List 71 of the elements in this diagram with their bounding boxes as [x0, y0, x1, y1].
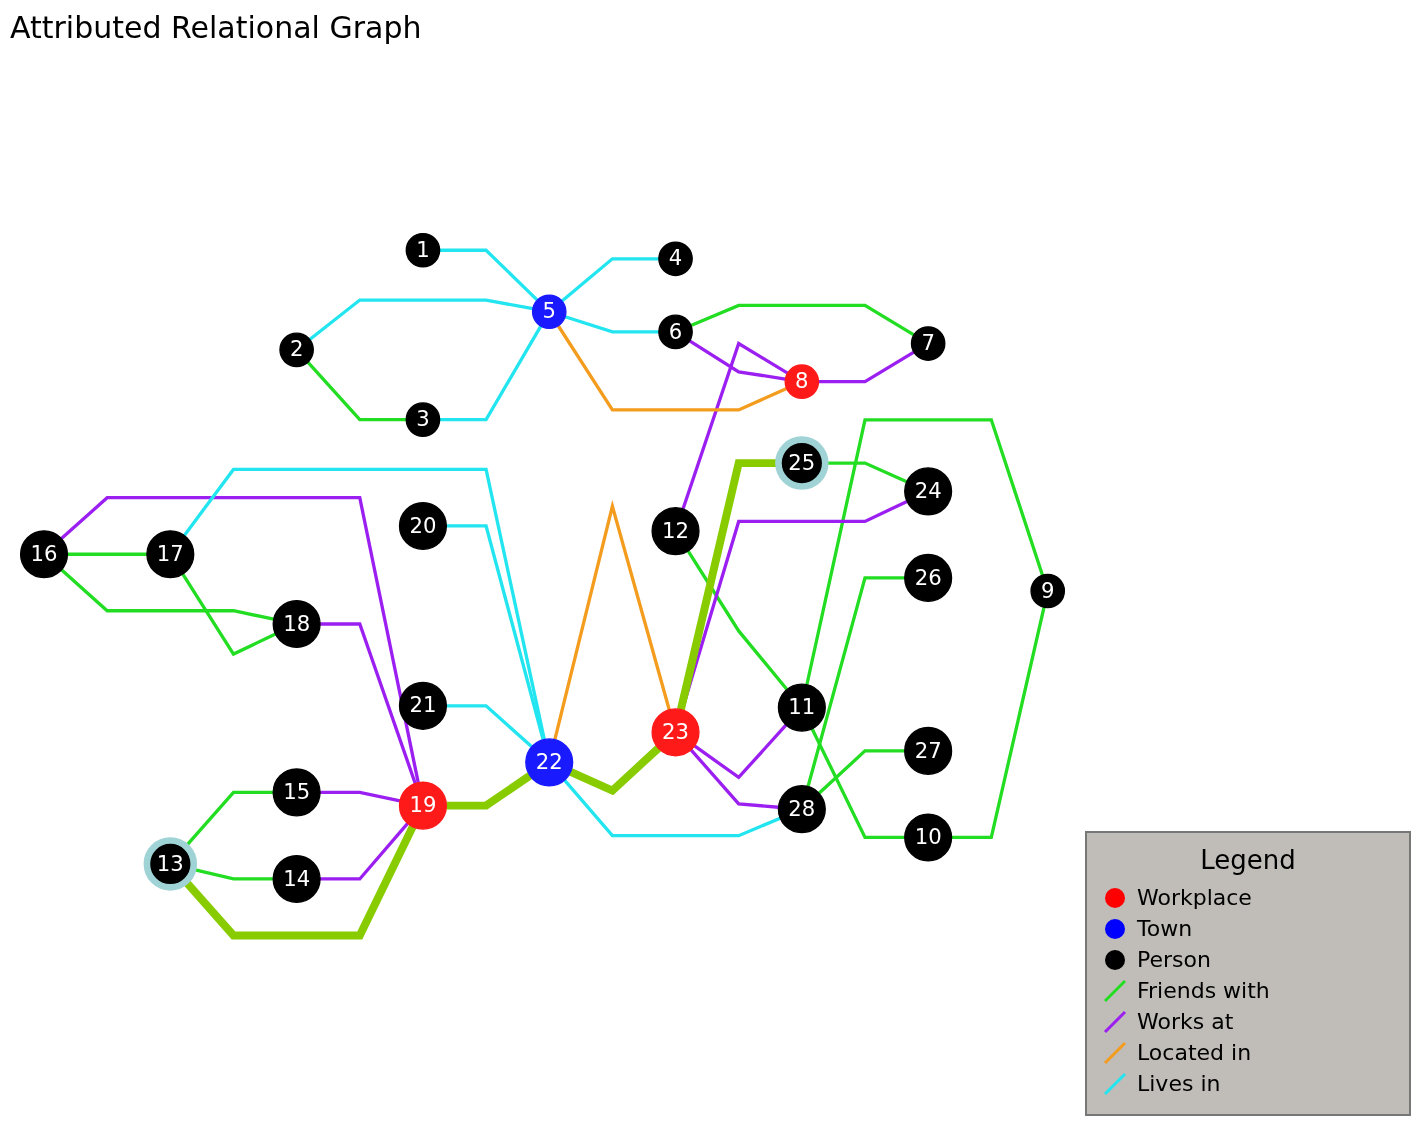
node-circle: 2 — [279, 332, 314, 368]
node-circle: 27 — [904, 726, 953, 775]
node-circle: 15 — [272, 768, 321, 817]
connector — [563, 778, 781, 838]
connector — [183, 467, 546, 740]
connector — [439, 248, 539, 302]
connector — [181, 573, 277, 657]
node-circle: 16 — [19, 530, 69, 579]
node-circle: 3 — [405, 402, 441, 437]
legend-label: Friends with — [1137, 978, 1270, 1003]
legend-label: Located in — [1137, 1040, 1252, 1065]
node-circle: 28 — [777, 785, 826, 834]
node-circle: 10 — [904, 813, 953, 862]
legend-label: Works at — [1137, 1009, 1234, 1034]
node-circle: 4 — [658, 241, 693, 277]
node-circle: 9 — [1030, 573, 1066, 609]
connector — [446, 524, 545, 741]
node-circle: 5 — [531, 294, 567, 329]
connector — [67, 552, 147, 556]
connector — [320, 622, 417, 785]
connector — [320, 790, 401, 803]
legend-label: Lives in — [1137, 1071, 1221, 1096]
node-circle: 14 — [272, 854, 321, 903]
node-circle: 13 — [143, 837, 198, 891]
connector — [306, 361, 407, 422]
node-circle: 8 — [784, 364, 820, 399]
node-circle: 19 — [398, 781, 447, 830]
connector — [560, 257, 659, 303]
connector — [817, 749, 905, 795]
connector — [60, 568, 275, 621]
node-circle: 26 — [904, 553, 953, 602]
connector — [439, 325, 543, 422]
connector — [810, 727, 905, 840]
connector — [556, 324, 788, 412]
connector — [681, 341, 789, 510]
connector — [818, 350, 915, 384]
node-circle: 25 — [775, 436, 829, 490]
connector — [564, 315, 659, 334]
legend-label: Workplace — [1137, 885, 1252, 910]
connector — [825, 461, 908, 484]
node-circle: 24 — [904, 467, 953, 516]
node-circle: 23 — [651, 708, 700, 757]
connector — [689, 748, 779, 809]
connector — [320, 822, 409, 881]
connector — [951, 606, 1046, 840]
node-circle: 18 — [272, 599, 321, 649]
node-circle: 11 — [777, 683, 826, 732]
connector — [60, 496, 420, 783]
connector — [693, 723, 788, 780]
legend-label: Town — [1137, 916, 1193, 941]
node-circle: 12 — [651, 506, 700, 556]
connector — [308, 298, 534, 341]
connector — [553, 499, 671, 740]
node-circle: 7 — [910, 326, 946, 361]
node-circle: 20 — [398, 501, 447, 550]
connector — [688, 339, 786, 381]
connector — [446, 704, 533, 748]
connector — [690, 303, 915, 337]
legend-title: Legend — [1199, 845, 1297, 875]
node-circle: 17 — [146, 530, 195, 579]
connector — [446, 772, 533, 810]
node-circle: 21 — [398, 681, 447, 730]
connector — [806, 576, 905, 787]
legend-label: Person — [1137, 947, 1211, 972]
node-circle: 6 — [658, 314, 693, 350]
node-circle: 1 — [405, 232, 441, 268]
diagram-title: Attributed Relational Graph — [10, 10, 423, 45]
connector — [686, 549, 789, 691]
connector — [805, 418, 1045, 686]
connector — [182, 824, 417, 940]
node-circle: 22 — [525, 738, 574, 787]
